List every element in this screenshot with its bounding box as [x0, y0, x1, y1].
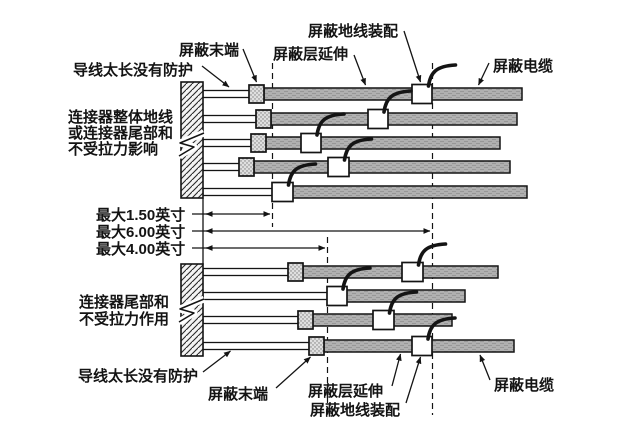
ground-assembly-block: [401, 261, 424, 283]
shield-end-block: [248, 84, 265, 104]
bottom-cable-rows: [202, 242, 515, 357]
label-top-wire-unprotected: 导线太长没有防护: [73, 61, 193, 79]
ground-assembly-block: [271, 181, 294, 203]
label-top-shield-end: 屏蔽末端: [179, 41, 239, 59]
shield-end-block: [238, 157, 255, 177]
wire-pair: [202, 315, 303, 325]
wire-pair: [202, 267, 293, 277]
top-connector-break-mark: [176, 129, 206, 160]
label-bottom-wire-unprotected: 导线太长没有防护: [78, 367, 198, 385]
cable-row: [202, 290, 453, 331]
label-bottom-shielded-cable: 屏蔽电缆: [494, 376, 554, 394]
leader-bottom-shielded-cable: [479, 354, 491, 381]
cable-row: [202, 63, 523, 105]
label-bottom-connector-note: 连接器尾部和 不受拉力作用: [79, 293, 169, 328]
shield-end-block: [308, 336, 325, 356]
ground-assembly-block: [300, 132, 322, 154]
shielded-cable-bar: [302, 265, 499, 279]
top-cable-rows: [202, 63, 528, 203]
ground-assembly-block: [326, 285, 348, 307]
shielded-cable-bar: [291, 185, 528, 199]
ground-pigtail-wire: [315, 112, 346, 137]
leader-bottom-shield-extension: [391, 353, 402, 387]
cable-row: [202, 266, 466, 307]
label-top-ground-assembly: 屏蔽地线装配: [308, 22, 398, 40]
shield-end-block: [250, 133, 267, 153]
label-bottom-shield-extension: 屏蔽层延伸: [308, 382, 383, 400]
leader-top-shielded-cable: [477, 62, 490, 86]
cable-row: [202, 242, 499, 283]
label-bottom-shield-end: 屏蔽末端: [208, 385, 268, 403]
label-top-connector-note: 连接器整体地线 或连接器尾部和 不受拉力影响: [68, 108, 173, 158]
wire-pair: [202, 291, 331, 301]
leader-top-ground-assembly: [403, 30, 422, 83]
shield-end-block: [287, 262, 304, 282]
leader-top-shield-extension: [353, 54, 367, 86]
shielded-cable-bar: [270, 112, 518, 126]
label-dim-150: 最大1.50英寸: [96, 206, 185, 224]
ground-pigtail-wire: [426, 316, 457, 341]
ground-pigtail-wire: [286, 162, 318, 187]
ground-assembly-block: [411, 335, 433, 357]
shield-end-block: [297, 310, 314, 330]
ground-pigtail-wire: [342, 137, 374, 162]
label-dim-600: 最大6.00英寸: [96, 223, 185, 241]
ground-assembly-block: [367, 108, 389, 130]
cable-row: [202, 112, 501, 154]
ground-assembly-block: [327, 156, 350, 178]
ground-pigtail-wire: [387, 290, 419, 315]
bottom-connector-break-mark: [176, 295, 206, 326]
label-line: 不受拉力作用: [79, 310, 169, 328]
label-top-shield-extension: 屏蔽层延伸: [273, 45, 348, 63]
cable-row: [202, 89, 518, 130]
label-line: 不受拉力影响: [68, 140, 158, 158]
wire-pair: [202, 162, 244, 172]
ground-assembly-block: [411, 83, 433, 105]
ground-pigtail-wire: [416, 242, 448, 267]
label-line: 连接器整体地线: [68, 108, 173, 126]
wire-pair: [202, 187, 275, 197]
wire-pair: [202, 341, 314, 351]
ground-pigtail-wire: [382, 89, 413, 114]
ground-pigtail-wire: [426, 63, 458, 88]
label-top-shielded-cable: 屏蔽电缆: [493, 57, 553, 75]
label-dim-400: 最大4.00英寸: [96, 240, 185, 258]
wire-pair: [202, 89, 253, 99]
label-bottom-ground-assembly: 屏蔽地线装配: [310, 401, 400, 419]
leader-bottom-wire-unprotected: [202, 350, 231, 373]
ground-assembly-block: [372, 309, 395, 331]
label-line: 或连接器尾部和: [68, 124, 173, 142]
wire-pair: [202, 114, 261, 124]
ground-pigtail-wire: [341, 266, 372, 291]
label-line: 连接器尾部和: [79, 293, 169, 311]
wire-pair: [202, 138, 256, 148]
leader-bottom-ground-assembly: [405, 356, 422, 404]
leader-top-wire-unprotected: [201, 65, 230, 88]
leader-top-shield-end: [242, 48, 258, 83]
leader-bottom-shield-end: [275, 356, 311, 389]
shield-end-block: [255, 109, 272, 129]
